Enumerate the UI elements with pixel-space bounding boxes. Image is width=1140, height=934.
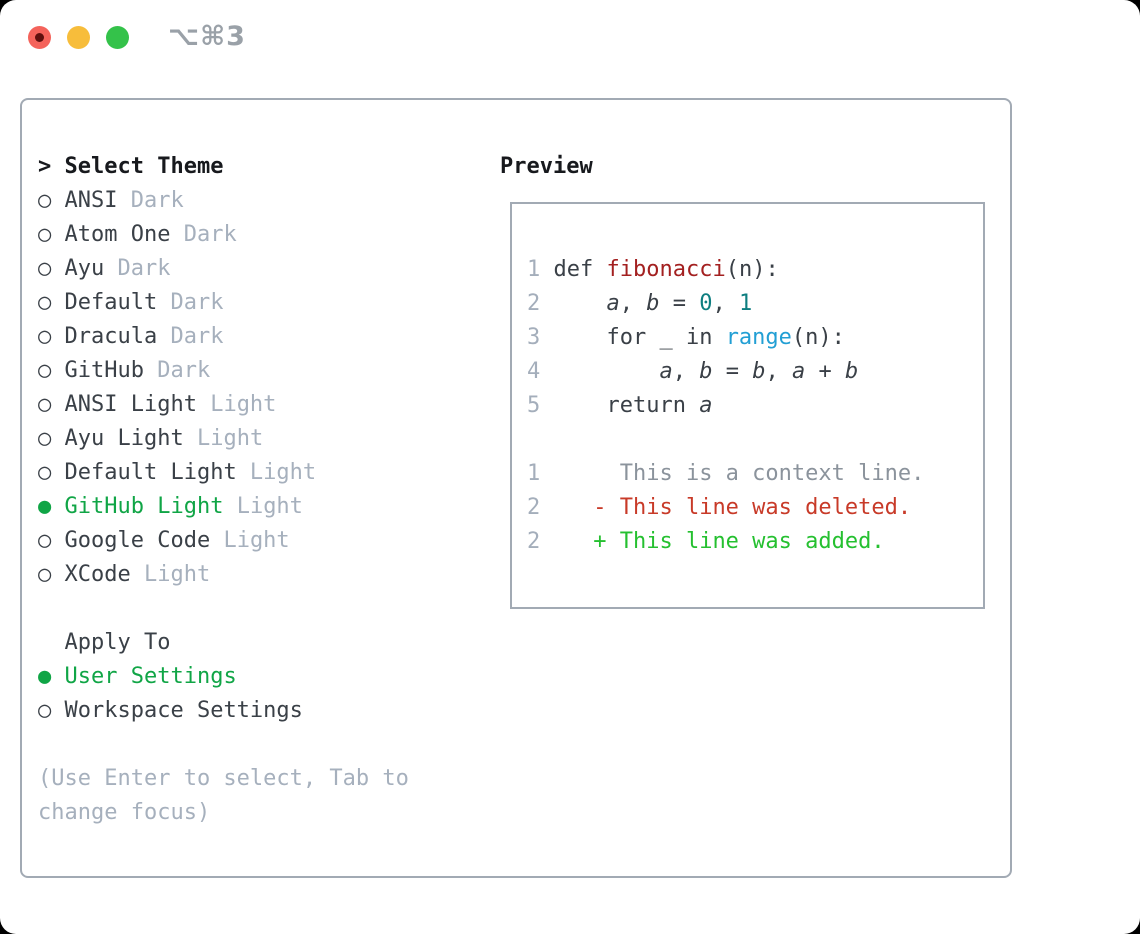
hint-line: (Use Enter to select, Tab to: [38, 766, 409, 791]
theme-variant-tag: Dark: [170, 222, 237, 247]
line-number: 4: [527, 359, 541, 384]
theme-variant-tag: Dark: [157, 324, 224, 349]
theme-variant-tag: Dark: [117, 188, 184, 213]
theme-name: ANSI Light: [64, 392, 197, 417]
radio-icon: ○: [38, 392, 65, 417]
diff-line: 2 - This line was deleted.: [527, 491, 983, 525]
theme-option[interactable]: ○ Ayu Light Light: [38, 422, 409, 456]
zoom-button[interactable]: [106, 26, 129, 49]
theme-picker-panel: > Select Theme ○ ANSI Dark○ Atom One Dar…: [20, 98, 1012, 878]
line-number: 2: [527, 529, 541, 554]
radio-icon: ○: [38, 426, 65, 451]
theme-option[interactable]: ○ Ayu Dark: [38, 252, 409, 286]
theme-variant-tag: Light: [210, 528, 290, 553]
line-number: 5: [527, 393, 541, 418]
close-button[interactable]: [28, 26, 51, 49]
code-line: 2 a, b = 0, 1: [527, 291, 753, 316]
radio-selected-icon: ●: [38, 494, 65, 519]
spacer: [38, 592, 409, 626]
theme-option[interactable]: ○ Google Code Light: [38, 524, 409, 558]
line-number: 1: [527, 461, 541, 486]
theme-option[interactable]: ○ Atom One Dark: [38, 218, 409, 252]
radio-icon: ○: [38, 290, 65, 315]
theme-variant-tag: Light: [196, 392, 277, 417]
theme-variant-tag: Dark: [104, 256, 171, 281]
radio-icon: ○: [38, 256, 65, 281]
radio-icon: ○: [38, 460, 65, 485]
theme-picker-column: > Select Theme ○ ANSI Dark○ Atom One Dar…: [38, 150, 409, 830]
diff-text: - This line was deleted.: [593, 495, 912, 520]
theme-option[interactable]: ○ Default Light Light: [38, 456, 409, 490]
apply-to-option[interactable]: ● User Settings: [38, 660, 409, 694]
radio-icon: ○: [38, 562, 65, 587]
diff-line: 1 This is a context line.: [527, 457, 983, 491]
diff-text: + This line was added.: [593, 529, 885, 554]
line-number: 3: [527, 325, 541, 350]
diff-line: 2 + This line was added.: [527, 525, 983, 559]
hint-line: change focus): [38, 800, 211, 825]
theme-variant-tag: Light: [183, 426, 264, 451]
radio-icon: ○: [38, 188, 65, 213]
theme-name: Atom One: [64, 222, 171, 247]
line-number: 1: [527, 257, 541, 282]
theme-name: Default: [64, 290, 158, 315]
diff-text: This is a context line.: [593, 461, 925, 486]
code-line: 4 a, b = b, a + b: [527, 359, 859, 384]
chevron-prompt-icon: >: [38, 154, 52, 179]
theme-name: Dracula: [64, 324, 158, 349]
theme-variant-tag: Light: [236, 460, 317, 485]
theme-option[interactable]: ○ Default Dark: [38, 286, 409, 320]
theme-variant-tag: Dark: [157, 290, 224, 315]
theme-name: Google Code: [64, 528, 211, 553]
radio-icon: ○: [38, 358, 65, 383]
line-number: 2: [527, 495, 541, 520]
theme-option[interactable]: ● GitHub Light Light: [38, 490, 409, 524]
code-line: 1 def fibonacci(n):: [527, 257, 779, 282]
code-line: 3 for _ in range(n):: [527, 325, 845, 350]
spacer: [38, 728, 409, 762]
apply-to-option[interactable]: ○ Workspace Settings: [38, 694, 409, 728]
theme-option[interactable]: ○ ANSI Light Light: [38, 388, 409, 422]
window-title-shortcut: ⌥⌘3: [168, 21, 246, 52]
preview-header: Preview: [500, 154, 593, 179]
theme-name: Ayu Light: [64, 426, 184, 451]
radio-icon: ○: [38, 528, 65, 553]
theme-name: GitHub Light: [64, 494, 224, 519]
minimize-button[interactable]: [67, 26, 90, 49]
radio-icon: ○: [38, 698, 65, 723]
theme-option[interactable]: ○ GitHub Dark: [38, 354, 409, 388]
theme-name: GitHub: [64, 358, 144, 383]
theme-option[interactable]: ○ ANSI Dark: [38, 184, 409, 218]
theme-variant-tag: Light: [223, 494, 303, 519]
apply-to-name: Workspace Settings: [64, 698, 303, 723]
select-theme-header: > Select Theme: [38, 150, 409, 184]
theme-variant-tag: Light: [130, 562, 211, 587]
theme-option[interactable]: ○ XCode Light: [38, 558, 409, 592]
titlebar: ⌥⌘3: [0, 0, 1140, 74]
apply-to-list: ● User Settings○ Workspace Settings: [38, 660, 409, 728]
radio-selected-icon: ●: [38, 664, 65, 689]
code-line: 5 return a: [527, 393, 713, 418]
preview-column: Preview 1 def fibonacci(n): 2 a, b = 0, 1…: [500, 150, 985, 609]
line-number: 2: [527, 291, 541, 316]
close-modified-dot-icon: [35, 33, 44, 42]
radio-icon: ○: [38, 222, 65, 247]
spacer: [527, 423, 983, 457]
theme-option[interactable]: ○ Dracula Dark: [38, 320, 409, 354]
preview-box: 1 def fibonacci(n): 2 a, b = 0, 1 3 for _ …: [510, 202, 985, 609]
theme-variant-tag: Dark: [143, 358, 211, 383]
theme-name: Default Light: [64, 460, 237, 485]
theme-name: ANSI: [64, 188, 118, 213]
apply-to-name: User Settings: [64, 664, 237, 689]
select-theme-header-label: Select Theme: [64, 154, 224, 179]
theme-list: ○ ANSI Dark○ Atom One Dark○ Ayu Dark○ De…: [38, 184, 409, 592]
theme-name: XCode: [64, 562, 131, 587]
theme-name: Ayu: [64, 256, 105, 281]
apply-to-header: Apply To: [64, 630, 171, 655]
radio-icon: ○: [38, 324, 65, 349]
